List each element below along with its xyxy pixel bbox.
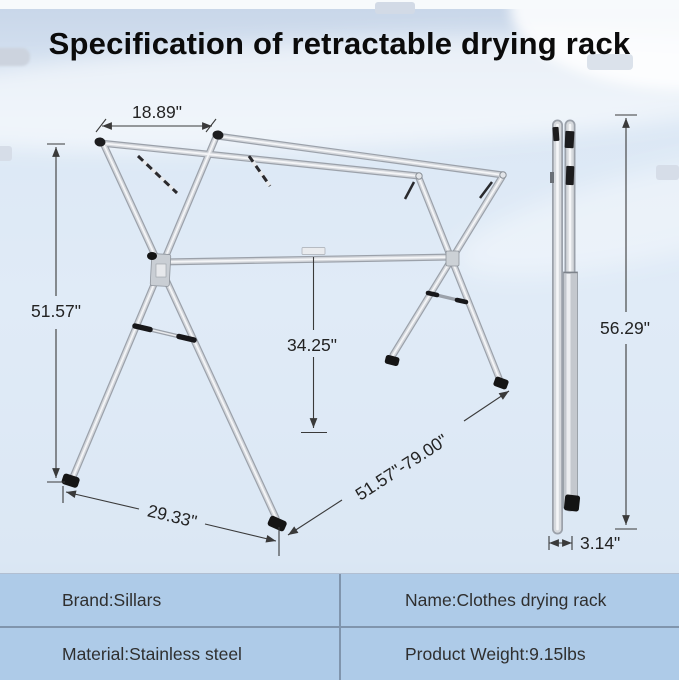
folded-depth-label: 3.14" [580,533,620,553]
pole-height-label: 34.25" [287,335,337,355]
extendable-width-label: 51.57"-79.00" [352,430,452,504]
spec-brand: Brand:Sillars [0,574,339,626]
table-divider [0,626,679,628]
base-depth-label: 29.33" [146,500,199,531]
caps-and-feet [61,130,509,532]
dim-extendable-width [287,390,510,536]
fold-struts [136,154,493,200]
folded-rack [550,125,581,529]
dim-folded-depth [548,536,573,550]
dim-pole-height [301,257,327,434]
cross-braces [132,290,469,343]
table-divider [339,574,341,626]
hinge-parts [147,247,460,287]
top-width-label: 18.89" [132,102,182,122]
open-height-label: 51.57" [31,301,81,321]
spec-weight: Product Weight:9.15lbs [341,628,679,680]
spec-material: Material:Stainless steel [0,628,339,680]
dim-top-width [95,118,217,133]
folded-height-label: 56.29" [600,318,650,338]
page-title: Specification of retractable drying rack [48,26,631,61]
dim-folded-height [615,114,637,530]
dimension-lines [47,114,637,556]
dim-open-height [47,143,65,483]
table-divider [339,628,341,680]
top-strip [0,0,679,9]
spec-table: Brand:Sillars Name:Clothes drying rack M… [0,573,679,680]
spec-name: Name:Clothes drying rack [341,574,679,626]
dim-base-depth [62,486,280,556]
